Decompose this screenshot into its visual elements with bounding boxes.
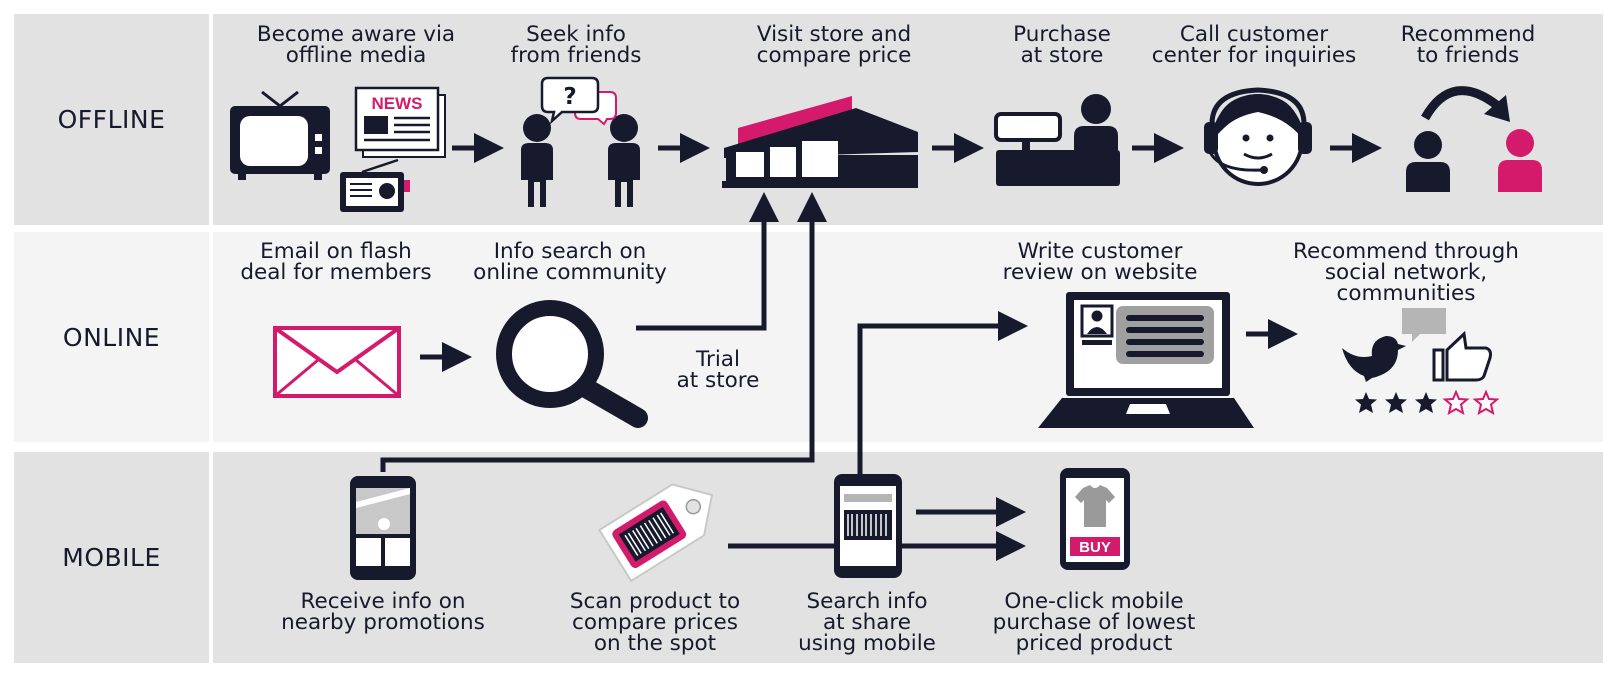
magnifier-icon — [496, 300, 648, 428]
recommend-arrow-icon — [1406, 86, 1542, 192]
tv-icon — [230, 90, 330, 180]
price-tag-barcode-icon — [598, 483, 714, 583]
bird-icon — [1342, 336, 1406, 382]
laptop-review-icon — [1038, 292, 1254, 428]
social-rating-icon — [1342, 308, 1500, 416]
tshirt-icon — [1075, 485, 1115, 527]
connector-lines — [380, 192, 1028, 561]
phone-buy-icon: BUY — [1060, 468, 1130, 570]
band-mobile — [213, 452, 1603, 663]
question-mark: ? — [563, 84, 576, 110]
friends-chat-icon: ? — [521, 76, 640, 207]
rating-stars — [1355, 389, 1500, 416]
store-icon — [722, 96, 918, 188]
radio-icon — [340, 158, 410, 212]
row-label-mobile: MOBILE — [14, 452, 209, 663]
envelope-icon — [273, 326, 401, 398]
newspaper-icon: NEWS — [354, 86, 446, 158]
thumbs-up-icon — [1432, 330, 1492, 382]
buy-label: BUY — [1079, 539, 1111, 556]
headset-agent-icon — [1204, 87, 1312, 186]
speech-bubble-icon — [1402, 308, 1446, 342]
phone-map-icon — [350, 476, 416, 580]
row-label-online: ONLINE — [14, 232, 209, 442]
cashier-icon — [994, 94, 1120, 186]
phone-barcode-icon — [834, 474, 902, 578]
news-label: NEWS — [372, 94, 423, 113]
row-label-offline: OFFLINE — [14, 14, 209, 225]
